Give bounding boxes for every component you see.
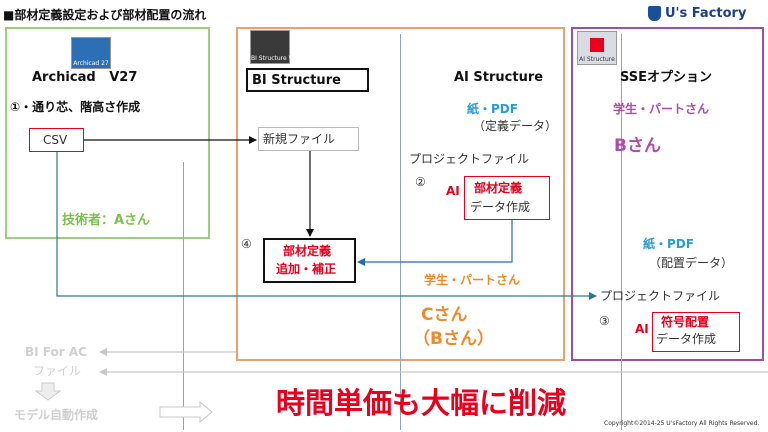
person-c-label: Cさん xyxy=(421,305,468,325)
sse-paper-pdf: 紙・PDF xyxy=(643,237,694,251)
archicad-step-1: ①・通り芯、階高さ作成 xyxy=(10,100,141,114)
sse-project-file: プロジェクトファイル xyxy=(600,289,721,303)
sse-title: SSEオプション xyxy=(620,70,713,85)
bi-structure-title-box xyxy=(246,68,369,92)
copyright: Copyright©2014-25 U'sFactory All Rights … xyxy=(604,420,760,427)
bi-structure-title: BI Structure xyxy=(252,73,341,88)
symbol-line1: 符号配置 xyxy=(661,315,710,329)
new-file-box xyxy=(258,127,359,151)
person-b-label: Bさん xyxy=(614,136,661,156)
brand-logo: U's Factory xyxy=(648,5,766,23)
member-edit-line1: 部材定義 xyxy=(283,244,332,258)
new-file-label: 新規ファイル xyxy=(263,132,336,146)
sse-icon-mark xyxy=(590,38,604,52)
archicad-app-icon: Archicad 27 xyxy=(71,37,111,69)
bi-structure-app-icon: BI Structure Ver.2 xyxy=(250,30,304,64)
timeline-line-2 xyxy=(400,34,401,430)
brand-name: U's Factory xyxy=(665,6,747,21)
ai-structure-title: AI Structure xyxy=(454,70,544,85)
definition-line2: データ作成 xyxy=(470,200,531,214)
step-4-number: ④ xyxy=(241,237,252,251)
symbol-data-box xyxy=(652,312,740,352)
ai-tag-symbol: AI xyxy=(635,322,649,336)
sse-students-label: 学生・パートさん xyxy=(613,102,710,116)
sse-section xyxy=(571,27,764,361)
arrow-csv-to-sse-project xyxy=(56,152,597,300)
page-title: ■部材定義設定および部材配置の流れ xyxy=(3,8,207,22)
engineer-label: 技術者：Aさん xyxy=(62,213,151,228)
sse-icon-caption: AI Structure xyxy=(579,56,615,63)
definition-line1: 部材定義 xyxy=(474,181,523,195)
archicad-icon-caption: Archicad 27 xyxy=(73,60,109,67)
sse-placement-data: （配置データ） xyxy=(649,256,734,270)
sse-app-icon: AI Structure xyxy=(577,31,617,65)
symbol-line2: データ作成 xyxy=(656,332,717,346)
auto-model-label: モデル自動作成 xyxy=(14,408,99,422)
ai-definition-data: （定義データ） xyxy=(473,119,558,133)
member-edit-line2: 追加・補正 xyxy=(276,262,337,276)
ai-tag-definition: AI xyxy=(446,184,460,198)
ai-students-label: 学生・パートさん xyxy=(424,273,521,287)
archicad-title: Archicad V27 xyxy=(32,70,138,85)
definition-data-box xyxy=(464,176,550,220)
headline: 時間単価も大幅に削減 xyxy=(276,386,567,420)
timeline-line-3 xyxy=(621,34,622,430)
arrow-faded-down xyxy=(34,382,62,401)
csv-label: CSV xyxy=(43,133,68,147)
step-3-number: ③ xyxy=(599,314,610,328)
ai-project-file: プロジェクトファイル xyxy=(409,152,530,166)
step-2-number: ② xyxy=(415,175,426,189)
bi-icon-caption: BI Structure Ver.2 xyxy=(251,55,304,62)
ai-paper-pdf: 紙・PDF xyxy=(467,102,518,116)
bi-for-ac-label: BI For AC xyxy=(25,345,87,359)
arrow-definition-to-edit xyxy=(357,220,513,266)
member-edit-box xyxy=(263,238,356,283)
archicad-section xyxy=(5,27,210,239)
csv-box xyxy=(29,128,84,152)
person-b-sub-label: （Bさん） xyxy=(413,329,494,349)
shield-icon xyxy=(648,6,661,21)
arrow-faded-right xyxy=(159,400,213,424)
faded-file-label: ファイル xyxy=(33,364,82,378)
